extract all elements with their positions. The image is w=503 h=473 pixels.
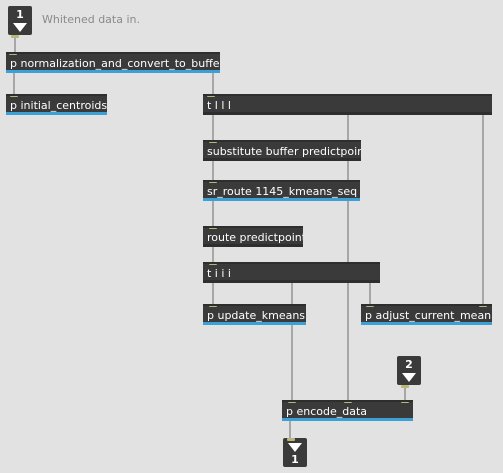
object-label: substitute buffer predictpoint xyxy=(207,145,361,158)
object-outlet-port[interactable] xyxy=(209,112,217,115)
outlet-inlet-port[interactable] xyxy=(287,438,295,441)
object-label: sr_route 1145_kmeans_seq xyxy=(207,185,358,198)
object-inlet-port[interactable] xyxy=(366,306,374,307)
inlet-number: 1 xyxy=(16,8,24,21)
object-route-predictpoint[interactable]: route predictpoint xyxy=(203,226,303,247)
object-label: route predictpoint xyxy=(207,231,303,244)
object-outlet-port[interactable] xyxy=(209,158,217,161)
object-outlet-port[interactable] xyxy=(288,280,296,283)
patcher-inlet-1[interactable]: 1 xyxy=(8,6,32,38)
object-label: p initial_centroids xyxy=(10,99,107,112)
inlet-arrow-icon xyxy=(402,373,416,382)
object-encode-data[interactable]: p encode_data xyxy=(282,400,413,421)
object-outlet-port[interactable] xyxy=(479,112,487,115)
object-outlet-port[interactable] xyxy=(344,112,352,115)
object-inlet-port[interactable] xyxy=(9,54,17,55)
object-outlet-port[interactable] xyxy=(366,280,374,283)
object-outlet-port[interactable] xyxy=(209,244,217,247)
object-outlet-port[interactable] xyxy=(209,70,217,73)
object-trigger-llll[interactable]: t l l l xyxy=(203,94,492,115)
object-outlet-port[interactable] xyxy=(286,418,294,421)
comment-whitened-data: Whitened data in. xyxy=(42,13,141,26)
object-outlet-port[interactable] xyxy=(10,70,18,73)
object-initial-centroids[interactable]: p initial_centroids xyxy=(6,94,107,115)
object-normalization-and-convert-to-buffer[interactable]: p normalization_and_convert_to_buffer xyxy=(6,52,220,73)
object-label: p encode_data xyxy=(286,405,368,418)
object-inlet-port[interactable] xyxy=(209,264,217,265)
object-inlet-port[interactable] xyxy=(479,306,487,307)
outlet-number: 1 xyxy=(291,453,299,466)
object-label: p adjust_current_mean xyxy=(365,309,492,322)
object-trigger-iii[interactable]: t i i i xyxy=(203,262,380,283)
object-label: p update_kmeans xyxy=(207,309,306,322)
inlet-arrow-icon xyxy=(13,23,27,32)
object-inlet-port[interactable] xyxy=(209,306,217,307)
object-inlet-port[interactable] xyxy=(401,402,409,403)
object-outlet-port[interactable] xyxy=(209,198,217,201)
object-inlet-port[interactable] xyxy=(344,402,352,403)
object-sr-route-1145-kmeans-seq[interactable]: sr_route 1145_kmeans_seq xyxy=(203,180,360,201)
object-inlet-port[interactable] xyxy=(10,96,18,97)
object-outlet-port[interactable] xyxy=(209,280,217,283)
inlet-number: 2 xyxy=(405,358,413,371)
patcher-outlet-1[interactable]: 1 xyxy=(283,438,307,467)
object-substitute-buffer-predictpoint[interactable]: substitute buffer predictpoint xyxy=(203,140,361,161)
object-label: t l l l xyxy=(207,99,231,112)
object-label: p normalization_and_convert_to_buffer xyxy=(10,57,220,70)
object-adjust-current-mean[interactable]: p adjust_current_mean xyxy=(361,304,492,325)
inlet-outlet-port[interactable] xyxy=(11,35,19,38)
object-inlet-port[interactable] xyxy=(209,228,217,229)
object-inlet-port[interactable] xyxy=(207,96,215,97)
object-update-kmeans[interactable]: p update_kmeans xyxy=(203,304,306,325)
object-inlet-port[interactable] xyxy=(288,402,296,403)
patcher-inlet-2[interactable]: 2 xyxy=(397,356,421,388)
object-inlet-port[interactable] xyxy=(209,182,217,183)
outlet-arrow-icon xyxy=(288,443,302,452)
object-label: t i i i xyxy=(207,267,231,280)
object-inlet-port[interactable] xyxy=(209,142,217,143)
inlet-outlet-port[interactable] xyxy=(401,385,409,388)
